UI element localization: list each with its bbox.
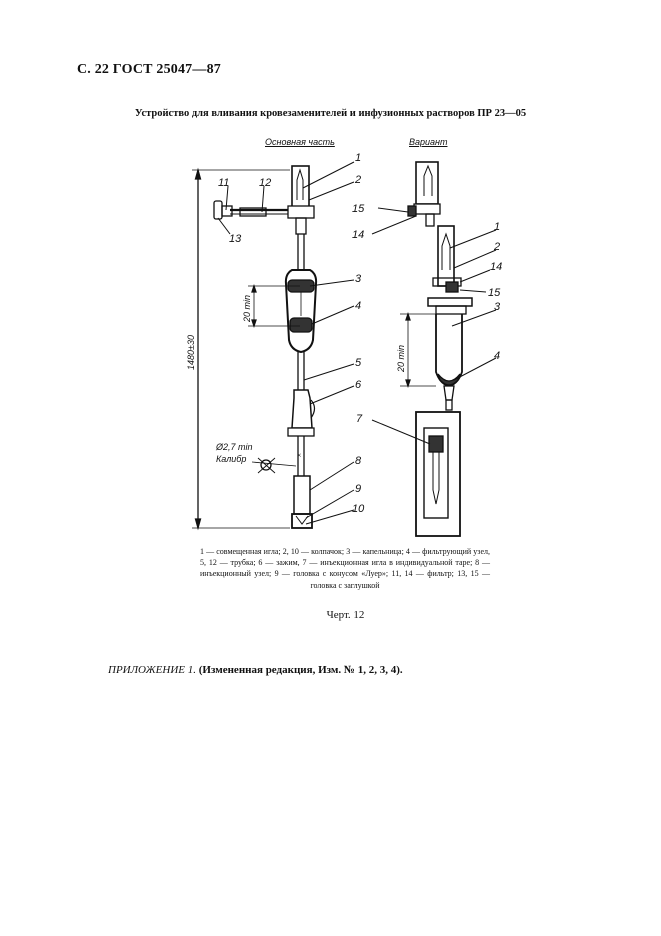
callout-9: 9 [355, 483, 361, 495]
callout-6: 6 [355, 379, 362, 391]
callout-13: 13 [229, 233, 242, 245]
variant-callout-7: 7 [356, 413, 363, 425]
figure-legend: 1 — совмещенная игла; 2, 10 — колпачок; … [200, 547, 490, 590]
callout-2: 2 [354, 174, 361, 186]
appendix-revision: (Измененная редакция, Изм. № 1, 2, 3, 4)… [198, 664, 403, 676]
figure-caption: Черт. 12 [326, 609, 365, 621]
calibre-word: Калибр [216, 454, 246, 464]
variant-callout-1: 1 [494, 221, 500, 233]
variant-label: Вариант [409, 137, 448, 147]
main-part-label: Основная часть [265, 137, 335, 147]
main-callouts: 1 2 3 4 5 6 8 9 10 11 12 13 [218, 152, 365, 515]
variant-callout-14a: 14 [352, 229, 364, 241]
callout-11: 11 [218, 177, 229, 189]
callout-1: 1 [355, 152, 361, 164]
variant-callout-3: 3 [494, 301, 501, 313]
page-header: С. 22 ГОСТ 25047—87 [77, 62, 221, 77]
callout-10: 10 [352, 503, 365, 515]
variant-callout-15b: 15 [488, 287, 501, 299]
svg-text:×: × [297, 451, 302, 460]
callout-5: 5 [355, 357, 362, 369]
calibre-size: Ø2,7 min [215, 442, 253, 452]
callout-12: 12 [259, 177, 271, 189]
document-title: Устройство для вливания кровезаменителей… [134, 108, 527, 119]
variant-callout-4: 4 [494, 350, 500, 362]
appendix-title: ПРИЛОЖЕНИЕ 1. [108, 664, 196, 676]
dim-main-20: 20 min [242, 295, 252, 323]
variant-callouts: 15 14 1 2 14 15 3 4 7 [352, 203, 502, 425]
dim-variant-20: 20 min [396, 345, 406, 373]
variant-callout-14b: 14 [490, 261, 502, 273]
variant-callout-15a: 15 [352, 203, 365, 215]
appendix-note: ПРИЛОЖЕНИЕ 1. (Измененная редакция, Изм.… [108, 664, 403, 676]
variant-callout-2: 2 [493, 241, 500, 253]
dim-total: 1480±30 [186, 335, 196, 370]
callout-8: 8 [355, 455, 362, 467]
callout-4: 4 [355, 300, 361, 312]
callout-3: 3 [355, 273, 362, 285]
